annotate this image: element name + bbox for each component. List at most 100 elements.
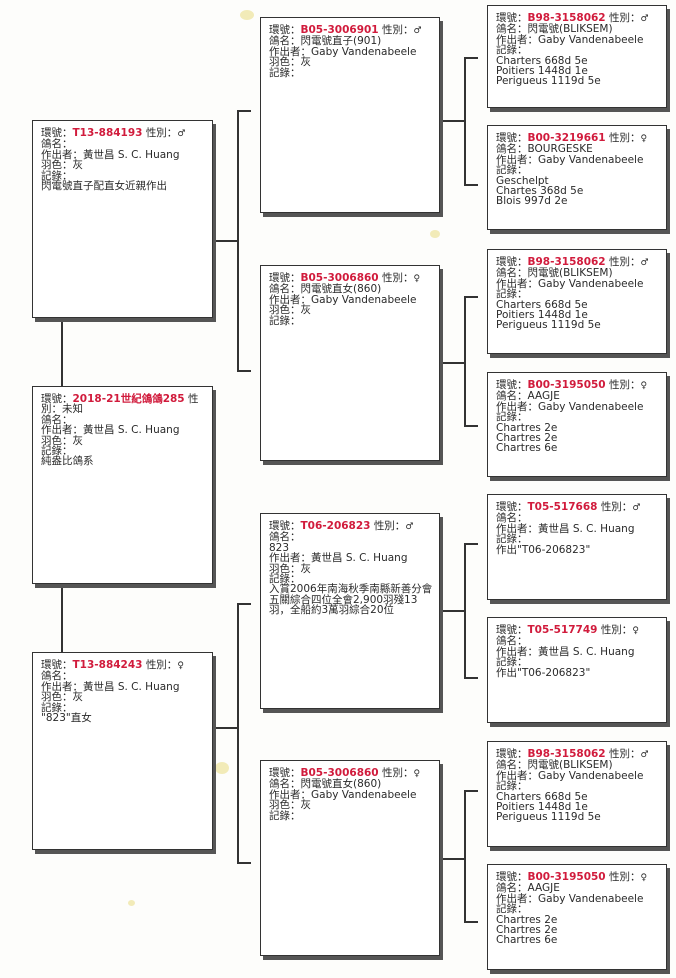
- subject-name-line: 鴿名：: [41, 413, 206, 426]
- ssd-breeder-line: 作出者：Gaby Vandenabeele: [496, 155, 660, 166]
- ddd-breeder-line: 作出者：Gaby Vandenabeele: [496, 892, 660, 905]
- sex-label: 性別：: [145, 127, 178, 139]
- sex-label: 性別：: [381, 767, 414, 779]
- dam-name-line: 鴿名：: [41, 670, 206, 683]
- sex-label: 性別：: [600, 501, 633, 513]
- ds-color: 灰: [300, 562, 312, 575]
- ddd-name: AAGJE: [527, 882, 560, 895]
- dsd-record-1: 作出"T06-206823": [496, 666, 591, 679]
- sex-label: 性別：: [608, 132, 641, 144]
- bracket-sire-bottom: [237, 370, 251, 372]
- ddd-breeder: Gaby Vandenabeele: [538, 892, 644, 905]
- sdd-ring-line: 環號：B00-3195050 性別：♀: [496, 380, 660, 391]
- sds-breeder: Gaby Vandenabeele: [538, 277, 644, 290]
- dds-breeder: Gaby Vandenabeele: [538, 769, 644, 782]
- sdd-record-label: 記錄：: [496, 411, 528, 424]
- sss-name-line: 鴿名：閃電號(BLIKSEM): [496, 23, 660, 36]
- ss-breeder: Gaby Vandenabeele: [311, 45, 417, 58]
- breeder-label: 作出者：: [496, 277, 538, 290]
- subject-breeder-line: 作出者：黃世昌 S. C. Huang: [41, 424, 206, 437]
- sex-label: 性別：: [608, 12, 641, 24]
- name-label: 鴿名：: [41, 413, 73, 426]
- breeder-label: 作出者：: [496, 400, 538, 413]
- ddd-record-1: Chartres 2e: [496, 913, 558, 926]
- sire-color-line: 羽色：灰: [41, 160, 206, 171]
- sdd-record-1: Chartres 2e: [496, 421, 558, 434]
- bracket-sire-top: [237, 110, 251, 112]
- sex-label: 性別：: [373, 520, 406, 532]
- female-icon: ♀: [640, 134, 648, 144]
- sds-breeder-line: 作出者：Gaby Vandenabeele: [496, 277, 660, 290]
- bracket-dam-bottom: [237, 862, 251, 864]
- female-icon: ♀: [177, 661, 184, 671]
- ring-label: 環號：: [269, 767, 301, 779]
- subject-breeder: 黃世昌 S. C. Huang: [83, 424, 180, 437]
- ds-record: 入賞2006年南海秋季南縣新善分會五關綜合四位全會2,900羽殘13羽，全船約3…: [269, 583, 433, 617]
- subject-ring-line: 環號：2018-21世紀鴿鴿285 性: [41, 394, 206, 405]
- bracket-dam-vertical: [237, 603, 239, 863]
- ring-label: 環號：: [269, 24, 301, 36]
- bracket-sd-bottom: [464, 425, 478, 427]
- sire-ring-line: 環號：T13-884193 性別：♂: [41, 128, 206, 139]
- sss-ring-number: B98-3158062: [527, 12, 606, 24]
- dds-name: 閃電號(BLIKSEM): [527, 759, 613, 772]
- bracket-ss-bottom: [464, 184, 478, 186]
- dsd-breeder-line: 作出者：黃世昌 S. C. Huang: [496, 647, 660, 658]
- color-label: 羽色：: [269, 799, 301, 812]
- dd-ring-line: 環號：B05-3006860 性別：♀: [269, 768, 433, 779]
- ds-record-label: 記錄：: [269, 573, 301, 586]
- male-icon: ♂: [640, 750, 649, 760]
- name-label: 鴿名：: [496, 390, 528, 403]
- male-icon: ♂: [640, 14, 649, 24]
- name-label: 鴿名：: [496, 23, 528, 36]
- male-icon: ♂: [632, 503, 641, 513]
- sss-record-3: Perigueus 1119d 5e: [496, 75, 601, 88]
- dss-name-line: 鴿名：: [496, 512, 660, 525]
- ring-label: 環號：: [496, 871, 528, 883]
- sire-card: 環號：T13-884193 性別：♂ 鴿名： 作出者：黃世昌 S. C. Hua…: [32, 120, 213, 318]
- dds-breeder-line: 作出者：Gaby Vandenabeele: [496, 769, 660, 782]
- breeder-label: 作出者：: [496, 892, 538, 905]
- dd-color-line: 羽色：灰: [269, 799, 433, 812]
- name-label: 鴿名：: [41, 670, 73, 683]
- ddd-record-2: Chartres 2e: [496, 924, 558, 937]
- sds-record-2: Poitiers 1448d 1e: [496, 309, 588, 322]
- ring-label: 環號：: [496, 624, 528, 636]
- breeder-label: 作出者：: [41, 680, 83, 693]
- name-label: 鴿名：: [496, 143, 528, 156]
- color-label: 羽色：: [269, 562, 301, 575]
- ssd-ring-number: B00-3219661: [527, 132, 606, 144]
- name-label: 鴿名：: [269, 778, 301, 791]
- name-label: 鴿名：: [496, 512, 528, 525]
- bracket-dd-bottom: [464, 921, 478, 923]
- subject-sex: 別：未知: [41, 403, 83, 416]
- ring-label: 環號：: [269, 272, 301, 284]
- ds-name: 823: [269, 541, 290, 554]
- dsd-name-line: 鴿名：: [496, 636, 660, 647]
- bracket-sire-stem: [213, 240, 238, 242]
- dds-card: 環號：B98-3158062 性別：♂ 鴿名：閃電號(BLIKSEM) 作出者：…: [487, 741, 667, 847]
- sd-record-label: 記錄：: [269, 314, 301, 327]
- dam-record: "823"直女: [41, 712, 92, 725]
- bracket-ss-top: [464, 57, 478, 59]
- sex-label: 性別：: [145, 659, 178, 671]
- color-label: 羽色：: [269, 56, 301, 69]
- sdd-record-2: Chartres 2e: [496, 432, 558, 445]
- sd-name: 閃電號直女(860): [300, 283, 382, 296]
- dsd-record-label: 記錄：: [496, 656, 528, 669]
- ddd-record-label: 記錄：: [496, 903, 528, 916]
- bracket-dd-top: [464, 790, 478, 792]
- sdd-breeder: Gaby Vandenabeele: [538, 400, 644, 413]
- ds-ring-number: T06-206823: [300, 520, 371, 532]
- sd-color-line: 羽色：灰: [269, 305, 433, 316]
- ssd-ring-line: 環號：B00-3219661 性別：♀: [496, 133, 660, 144]
- dam-ring-number: T13-884243: [72, 659, 143, 671]
- dam-dam-card: 環號：B05-3006860 性別：♀ 鴿名：閃電號直女(860) 作出者：Ga…: [260, 760, 440, 956]
- connector-sire-subject: [61, 318, 63, 387]
- sex-label: 性別：: [608, 256, 641, 268]
- dds-record-label: 記錄：: [496, 780, 528, 793]
- name-label: 鴿名：: [496, 759, 528, 772]
- dds-ring-number: B98-3158062: [527, 748, 606, 760]
- dss-breeder: 黃世昌 S. C. Huang: [538, 522, 635, 535]
- ring-label: 環號：: [269, 520, 301, 532]
